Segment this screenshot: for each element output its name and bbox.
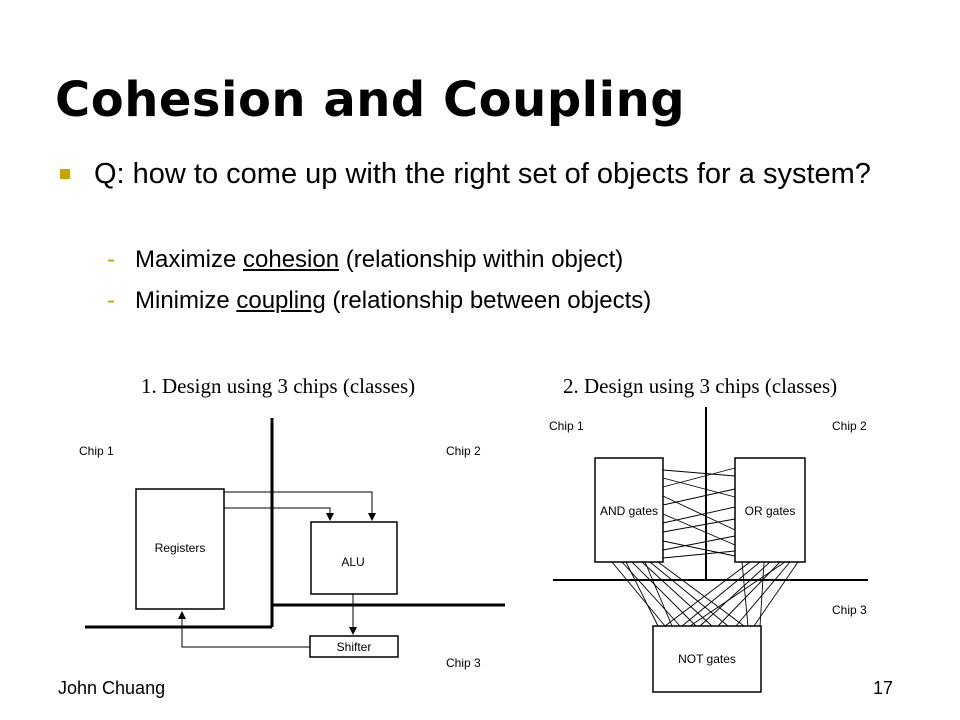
diagram1-caption: 1. Design using 3 chips (classes) <box>141 374 416 398</box>
chip3-label: Chip 3 <box>446 656 481 670</box>
diagram2-caption: 2. Design using 3 chips (classes) <box>563 374 838 398</box>
dash-marker: - <box>107 287 115 314</box>
diagram2: Chip 1 Chip 2 Chip 3 <box>549 407 868 693</box>
sub-bullet-coupling: -Minimize coupling (relationship between… <box>107 287 651 315</box>
chip1-label: Chip 1 <box>549 419 584 433</box>
sub-bullet-cohesion: -Maximize cohesion (relationship within … <box>107 246 623 274</box>
and-gates-box <box>594 457 664 563</box>
or-gates-box <box>734 457 806 563</box>
dash-marker: - <box>107 246 115 273</box>
sub-prefix: Maximize <box>135 246 244 273</box>
sub-suffix: (relationship between objects) <box>325 287 652 314</box>
cohesion-term: cohesion <box>243 246 340 273</box>
and-gates-label: AND gates <box>600 504 658 518</box>
gate-interconnect-wires <box>611 467 799 627</box>
not-gates-box <box>652 625 762 693</box>
or-gates-label: OR gates <box>745 504 796 518</box>
registers-to-alu-arrow-b <box>224 507 334 521</box>
registers-label: Registers <box>155 541 206 555</box>
chip2-label: Chip 2 <box>832 419 867 433</box>
slide-title: Cohesion and Coupling <box>55 72 686 128</box>
chip2-label: Chip 2 <box>446 444 481 458</box>
coupling-term: coupling <box>236 287 326 314</box>
bullet-text: Q: how to come up with the right set of … <box>94 158 871 190</box>
footer-author: John Chuang <box>58 678 166 698</box>
sub-prefix: Minimize <box>135 287 237 314</box>
registers-to-alu-arrow-a <box>224 491 376 521</box>
shifter-to-registers-arrow <box>178 611 310 648</box>
diagram1: Chip 1 Chip 2 Chip 3 Registers ALU Shift… <box>79 418 505 670</box>
chip3-label: Chip 3 <box>832 603 867 617</box>
alu-label: ALU <box>341 555 364 569</box>
page-number: 17 <box>873 678 894 698</box>
sub-suffix: (relationship within object) <box>339 246 624 273</box>
chip1-label: Chip 1 <box>79 444 114 458</box>
alu-box <box>310 521 398 595</box>
bullet-square-icon <box>60 169 70 179</box>
shifter-label: Shifter <box>337 640 372 654</box>
not-gates-label: NOT gates <box>678 652 736 666</box>
registers-box <box>135 488 225 610</box>
